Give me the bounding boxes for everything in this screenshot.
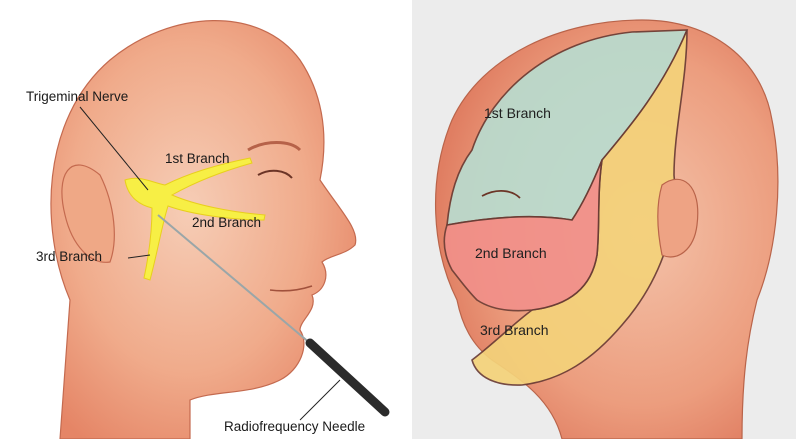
left-third-branch-label: 3rd Branch (36, 250, 102, 264)
left-first-branch-label: 1st Branch (165, 152, 230, 166)
right-diagram-panel: 1st Branch 2nd Branch 3rd Branch (412, 0, 796, 439)
left-second-branch-label: 2nd Branch (192, 216, 261, 230)
right-first-branch-label: 1st Branch (484, 106, 551, 120)
head-dermatome-illustration (412, 0, 796, 439)
right-second-branch-label: 2nd Branch (475, 246, 547, 260)
left-diagram-panel: Trigeminal Nerve 1st Branch 2nd Branch 3… (0, 0, 407, 439)
right-third-branch-label: 3rd Branch (480, 323, 548, 337)
needle-leader-line (300, 380, 340, 420)
trigeminal-nerve-label: Trigeminal Nerve (26, 90, 128, 104)
needle-label: Radiofrequency Needle (224, 420, 365, 434)
